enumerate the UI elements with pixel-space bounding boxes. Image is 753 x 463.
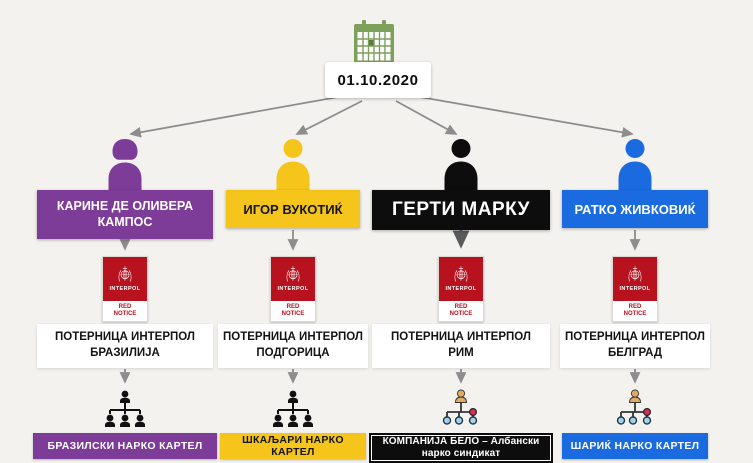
- calendar-icon: [353, 20, 395, 66]
- cartel-label: БРАЗИЛСКИ НАРКО КАРТЕЛ: [33, 433, 217, 459]
- cartel-label: КОМПАНИЈА БЕЛО – Албански нарко синдикат: [369, 433, 553, 463]
- cartel-label: ШКАЉАРИ НАРКО КАРТЕЛ: [220, 433, 366, 459]
- female-person-icon: [102, 138, 148, 190]
- cartel-label: ШАРИЌ НАРКО КАРТЕЛ: [562, 433, 708, 459]
- interpol-red-notice-icon: INTERPOL RED NOTICE: [102, 256, 148, 322]
- org-chart-icon: [103, 387, 147, 431]
- suspect-name: КАРИНЕ ДЕ ОЛИВЕРА КАМПОС: [37, 190, 213, 239]
- male-person-icon: [270, 138, 316, 190]
- interpol-red-notice-icon: INTERPOL RED NOTICE: [270, 256, 316, 322]
- column-vukotic: ИГОР ВУКОТИЌ INTERPOL RED NOTICE ПОТЕРНИ…: [218, 138, 368, 463]
- male-person-icon: [612, 138, 658, 190]
- column-zivkovic: РАТКО ЖИВКОВИЌ INTERPOL RED NOTICE ПОТЕР…: [560, 138, 710, 463]
- org-chart-colored-icon: [439, 387, 483, 431]
- male-person-icon: [438, 138, 484, 190]
- date-label: 01.10.2020: [325, 62, 431, 98]
- interpol-emblem-icon: INTERPOL: [439, 257, 483, 301]
- interpol-red-notice-icon: INTERPOL RED NOTICE: [438, 256, 484, 322]
- interpol-emblem-icon: INTERPOL: [613, 257, 657, 301]
- suspect-name: ГЕРТИ МАРКУ: [372, 190, 550, 230]
- suspect-name: ИГОР ВУКОТИЌ: [226, 190, 360, 228]
- org-chart-icon: [271, 387, 315, 431]
- interpol-emblem-icon: INTERPOL: [103, 257, 147, 301]
- org-chart-colored-icon: [613, 387, 657, 431]
- column-marku: ГЕРТИ МАРКУ INTERPOL RED NOTICE ПОТЕРНИЦ…: [368, 138, 554, 463]
- column-campos: КАРИНЕ ДЕ ОЛИВЕРА КАМПОС INTERPOL RED NO…: [30, 138, 220, 463]
- interpol-red-notice-icon: INTERPOL RED NOTICE: [612, 256, 658, 322]
- suspect-name: РАТКО ЖИВКОВИЌ: [562, 190, 708, 228]
- interpol-emblem-icon: INTERPOL: [271, 257, 315, 301]
